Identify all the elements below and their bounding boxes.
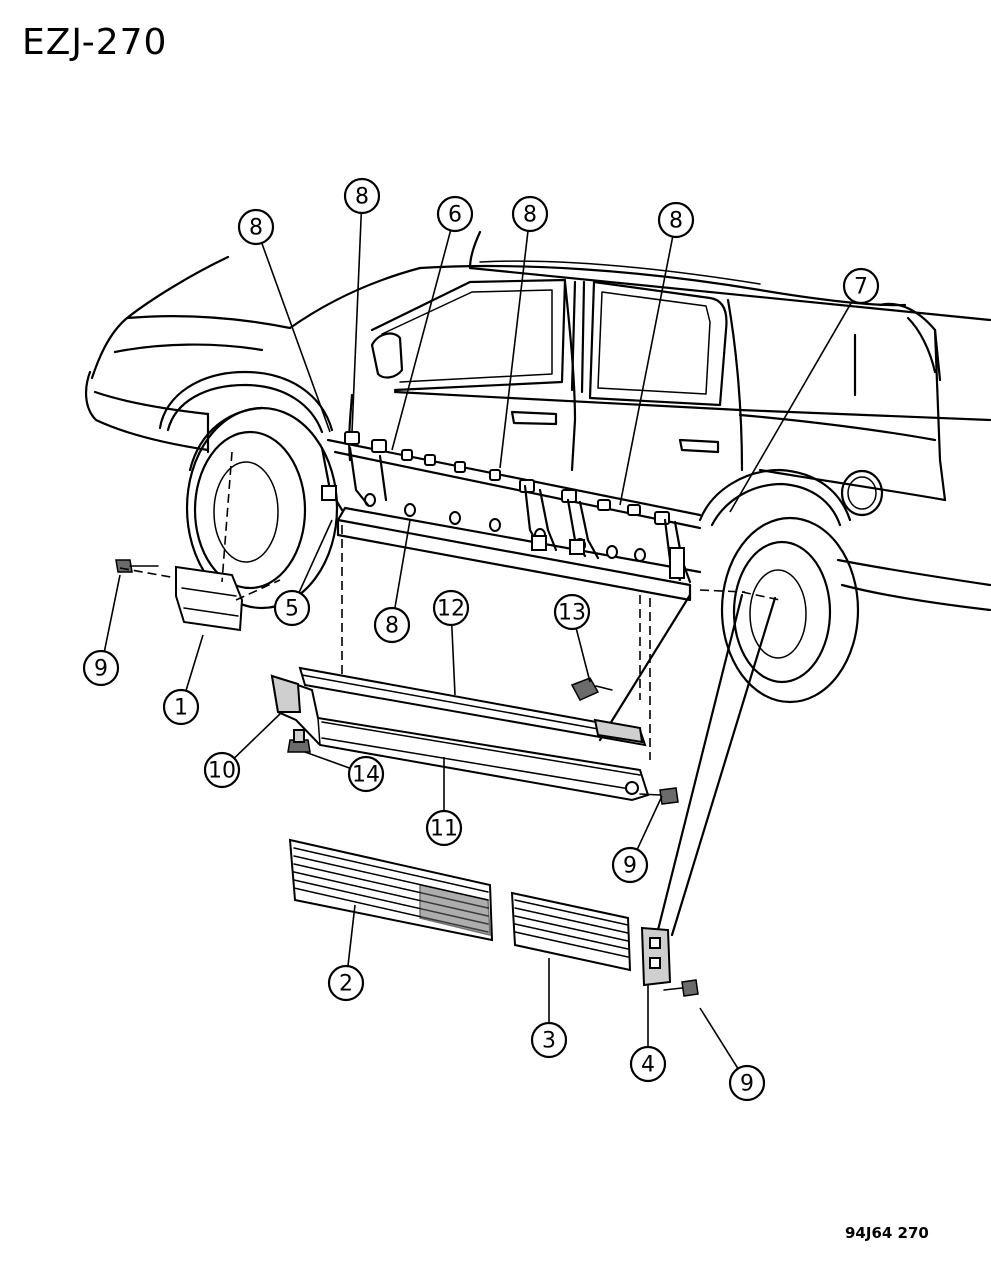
- callout-circle: [347, 755, 385, 793]
- callout-c9b: 9: [611, 795, 663, 884]
- callout-leader: [185, 634, 204, 691]
- callout-c4: 4: [629, 985, 667, 1083]
- callout-circle: [553, 593, 591, 631]
- diagram-code: EZJ-270: [22, 22, 168, 63]
- callout-number: 5: [285, 597, 299, 622]
- vehicle-outline: [84, 230, 991, 704]
- callout-c2: 2: [327, 904, 365, 1002]
- callout-leader: [391, 230, 452, 451]
- callout-c8d: 8: [619, 201, 695, 506]
- callout-leader: [103, 574, 121, 652]
- callout-leader: [619, 236, 674, 506]
- callout-leader: [233, 711, 283, 759]
- callout-c13: 13: [553, 593, 591, 683]
- callout-number: 14: [352, 763, 380, 788]
- callout-circle: [425, 809, 463, 847]
- callout-c9a: 9: [82, 574, 121, 687]
- callout-c7: 7: [729, 267, 880, 513]
- callout-number: 8: [523, 203, 537, 228]
- callout-c10: 10: [203, 711, 283, 789]
- trim-retainer-strip: [320, 431, 702, 602]
- callout-c11: 11: [425, 757, 463, 847]
- callout-leader: [636, 795, 663, 850]
- callout-leader: [729, 300, 854, 513]
- callout-circle: [842, 267, 880, 305]
- callout-number: 8: [669, 209, 683, 234]
- callout-circle: [237, 208, 275, 246]
- callout-c8a: 8: [237, 208, 331, 433]
- callout-layer: 8 8 6 8 8 7 5 8 9 1 12 13 10 14 11 9 2 3 4 9: [82, 177, 880, 1102]
- screw-upper-left: [115, 559, 159, 573]
- callout-leader: [261, 242, 331, 433]
- screw-lower: [663, 979, 699, 997]
- callout-circle: [530, 1021, 568, 1059]
- callout-leader: [351, 212, 363, 433]
- callout-c12: 12: [432, 589, 470, 696]
- callout-number: 11: [430, 817, 458, 842]
- callout-circle: [373, 606, 411, 644]
- callout-number: 6: [448, 203, 462, 228]
- callout-leader: [304, 751, 351, 769]
- callout-circle: [629, 1045, 667, 1083]
- step-pad-upper: [298, 666, 647, 747]
- front-step-pad: [288, 838, 494, 942]
- reference-code: 94J64 270: [845, 1224, 929, 1242]
- callout-leader: [575, 628, 591, 683]
- rear-step-pad: [510, 891, 632, 972]
- callout-leader: [394, 519, 411, 609]
- callout-c8e: 8: [373, 519, 411, 644]
- callout-number: 9: [623, 854, 637, 879]
- running-board: [270, 674, 650, 802]
- callout-number: 8: [249, 216, 263, 241]
- callout-number: 10: [208, 759, 236, 784]
- callout-number: 9: [740, 1072, 754, 1097]
- callout-number: 13: [558, 601, 586, 626]
- callout-number: 1: [174, 696, 188, 721]
- callout-leader: [499, 230, 529, 469]
- callout-leader: [450, 624, 456, 696]
- rocker-panel-cover: [598, 593, 777, 937]
- front-fender-extension: [175, 565, 244, 632]
- callout-number: 7: [854, 275, 868, 300]
- callout-circle: [436, 195, 474, 233]
- callout-c6: 6: [391, 195, 474, 451]
- callout-c5: 5: [273, 519, 333, 627]
- callout-leader: [298, 519, 333, 593]
- callout-c1: 1: [162, 634, 204, 726]
- screw-13: [570, 677, 613, 701]
- callout-c8b: 8: [343, 177, 381, 433]
- callout-circle: [343, 177, 381, 215]
- alignment-lines: [119, 451, 781, 760]
- callout-c14: 14: [304, 751, 385, 793]
- callout-circle: [611, 846, 649, 884]
- callout-c8c: 8: [499, 195, 549, 469]
- callout-circle: [728, 1064, 766, 1102]
- callout-number: 12: [437, 597, 465, 622]
- callout-circle: [511, 195, 549, 233]
- callout-circle: [203, 751, 241, 789]
- callout-circle: [82, 649, 120, 687]
- callout-circle: [327, 964, 365, 1002]
- callout-circle: [162, 688, 200, 726]
- callout-number: 9: [94, 657, 108, 682]
- callout-number: 4: [641, 1053, 655, 1078]
- callout-c3: 3: [530, 958, 568, 1059]
- callout-circle: [432, 589, 470, 627]
- callout-number: 8: [385, 614, 399, 639]
- callout-leader: [347, 904, 356, 967]
- callout-number: 8: [355, 185, 369, 210]
- callout-c9c: 9: [699, 1007, 766, 1102]
- rear-end-bracket: [640, 926, 672, 987]
- callout-number: 2: [339, 972, 353, 997]
- push-clip-14: [287, 729, 311, 753]
- callout-number: 3: [542, 1029, 556, 1054]
- callout-circle: [657, 201, 695, 239]
- callout-circle: [273, 589, 311, 627]
- callout-leader: [699, 1007, 739, 1070]
